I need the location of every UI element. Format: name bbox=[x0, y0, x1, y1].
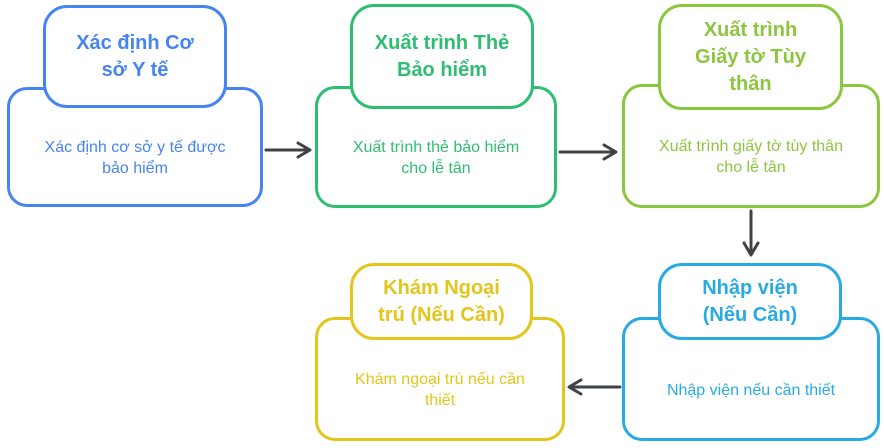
node-title-present-insurance-card: Xuất trình Thẻ Bảo hiểm bbox=[350, 4, 534, 109]
node-title-line: (Nếu Cần) bbox=[702, 303, 798, 326]
node-title-line: Xuất trình Thẻ bbox=[374, 31, 510, 54]
node-body-line: cho lễ tân bbox=[401, 160, 471, 177]
node-title-line: trú (Nếu Cần) bbox=[378, 303, 505, 326]
node-title-identify-facility: Xác định Cơ sở Y tế bbox=[43, 5, 227, 108]
node-body-line: cho lễ tân bbox=[716, 159, 786, 176]
node-body-line: bảo hiểm bbox=[102, 160, 168, 177]
arrow-identify-to-insurance bbox=[264, 141, 312, 159]
arrow-admission-to-outpatient bbox=[567, 378, 622, 396]
node-title-line: Xuất trình bbox=[703, 18, 798, 41]
node-body-line: thiết bbox=[424, 392, 456, 409]
node-title-hospital-admission: Nhập viện (Nếu Cần) bbox=[658, 263, 842, 340]
node-body-line: Xuất trình thẻ bảo hiểm bbox=[352, 139, 520, 156]
node-title-line: Bảo hiểm bbox=[396, 58, 488, 81]
arrow-insurance-to-identity bbox=[558, 143, 618, 161]
node-title-line: thân bbox=[729, 72, 772, 95]
node-title-line: Giấy tờ Tùy bbox=[695, 45, 806, 68]
node-title-outpatient-exam: Khám Ngoại trú (Nếu Cần) bbox=[350, 263, 533, 340]
node-body-line: Nhập viện nếu cần thiết bbox=[666, 381, 836, 399]
node-title-line: sở Y tế bbox=[101, 58, 169, 81]
node-title-line: Nhập viện bbox=[702, 276, 798, 299]
node-title-line: Xác định Cơ bbox=[76, 31, 194, 54]
node-title-line: Khám Ngoại bbox=[383, 276, 500, 299]
node-body-line: Khám ngoại trú nếu cần bbox=[355, 371, 525, 388]
node-body-line: Xác định cơ sở y tế được bbox=[44, 139, 226, 156]
node-title-present-identity-papers: Xuất trình Giấy tờ Tùy thân bbox=[658, 4, 843, 110]
arrow-identity-to-admission bbox=[742, 209, 760, 257]
node-body-line: Xuất trình giấy tờ tùy thân bbox=[659, 138, 843, 155]
